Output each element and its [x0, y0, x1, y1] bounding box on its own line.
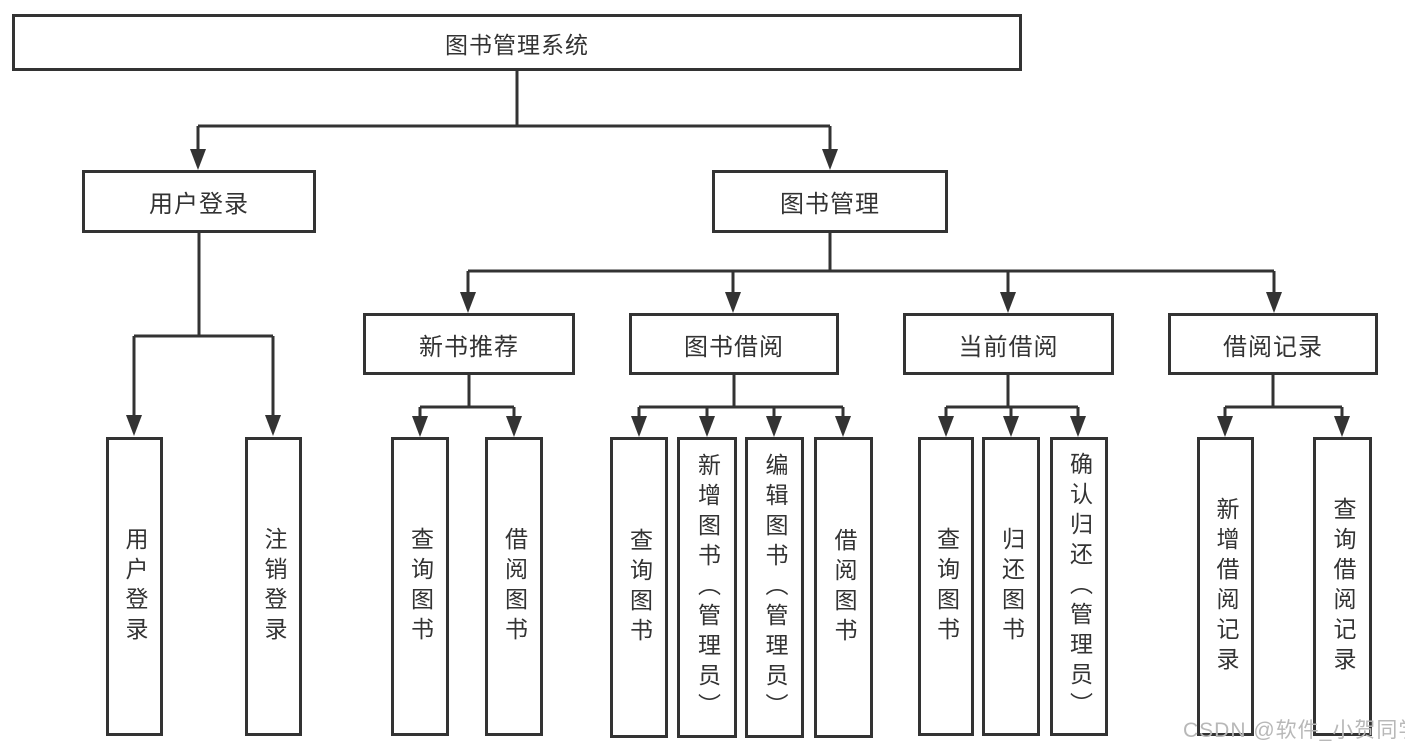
leaf-add-borrow-record: 新增借阅记录 — [1197, 437, 1254, 736]
leaf-query-books-recommend: 查询图书 — [391, 437, 449, 736]
arrowhead-icon — [460, 292, 476, 313]
arrowhead-icon — [506, 416, 522, 437]
node-label: 查询借阅记录 — [1330, 496, 1356, 677]
arrowhead-icon — [699, 416, 715, 437]
arrowhead-icon — [1266, 292, 1282, 313]
node-label: 注销登录 — [261, 526, 287, 647]
tree-edges — [132, 70, 1344, 420]
leaf-borrow-books-recommend: 借阅图书 — [485, 437, 543, 736]
arrowhead-icon — [412, 416, 428, 437]
node-book-borrowing: 图书借阅 — [629, 313, 839, 375]
arrowhead-icon — [1000, 292, 1016, 313]
node-label: 用户登录 — [149, 191, 249, 218]
node-label: 图书管理系统 — [445, 31, 589, 58]
node-label: 用户登录 — [122, 526, 148, 647]
arrowhead-icon — [1003, 416, 1019, 437]
node-label: 归还图书 — [998, 526, 1025, 647]
leaf-edit-books-admin: 编辑图书（管理员） — [745, 437, 804, 738]
node-label: 新书推荐 — [419, 333, 519, 361]
leaf-borrow-books: 借阅图书 — [814, 437, 873, 738]
leaf-query-books-current: 查询图书 — [918, 437, 974, 736]
node-label: 查询图书 — [407, 526, 434, 647]
node-label: 借阅图书 — [831, 527, 857, 648]
arrowhead-icon — [725, 292, 741, 313]
node-user-login: 用户登录 — [82, 170, 316, 233]
node-label: 查询图书 — [626, 527, 653, 648]
node-label: 图书管理 — [780, 191, 880, 218]
leaf-logout: 注销登录 — [245, 437, 302, 736]
node-borrowing-records: 借阅记录 — [1168, 313, 1378, 375]
node-label: 确认归还（管理员） — [1066, 451, 1093, 722]
node-label: 新增借阅记录 — [1213, 496, 1239, 677]
arrowhead-icon — [1217, 416, 1233, 437]
leaf-query-books-borrow: 查询图书 — [610, 437, 668, 738]
node-current-borrowing: 当前借阅 — [903, 313, 1114, 375]
arrowheads — [126, 149, 1350, 437]
node-book-management: 图书管理 — [712, 170, 948, 233]
leaf-user-login: 用户登录 — [106, 437, 163, 736]
arrowhead-icon — [766, 416, 782, 437]
arrowhead-icon — [190, 149, 206, 170]
node-new-book-recommendation: 新书推荐 — [363, 313, 575, 375]
node-label: 图书借阅 — [684, 333, 784, 361]
arrowhead-icon — [1070, 416, 1086, 437]
arrowhead-icon — [835, 416, 851, 437]
leaf-query-borrow-record: 查询借阅记录 — [1313, 437, 1372, 736]
leaf-add-books-admin: 新增图书（管理员） — [677, 437, 737, 738]
node-label: 借阅记录 — [1223, 333, 1323, 361]
node-label: 借阅图书 — [501, 526, 528, 647]
csdn-watermark: CSDN @软件_小贺同学 — [1183, 719, 1405, 742]
node-library-management-system: 图书管理系统 — [12, 14, 1022, 71]
arrowhead-icon — [938, 416, 954, 437]
leaf-return-books: 归还图书 — [982, 437, 1040, 736]
node-label: 查询图书 — [933, 526, 960, 647]
arrowhead-icon — [822, 149, 838, 170]
node-label: 新增图书（管理员） — [694, 452, 721, 723]
arrowhead-icon — [1334, 416, 1350, 437]
arrowhead-icon — [126, 415, 142, 436]
arrowhead-icon — [265, 415, 281, 436]
leaf-confirm-return-admin: 确认归还（管理员） — [1050, 437, 1108, 736]
arrowhead-icon — [631, 416, 647, 437]
node-label: 编辑图书（管理员） — [762, 452, 788, 723]
node-label: 当前借阅 — [958, 333, 1059, 361]
